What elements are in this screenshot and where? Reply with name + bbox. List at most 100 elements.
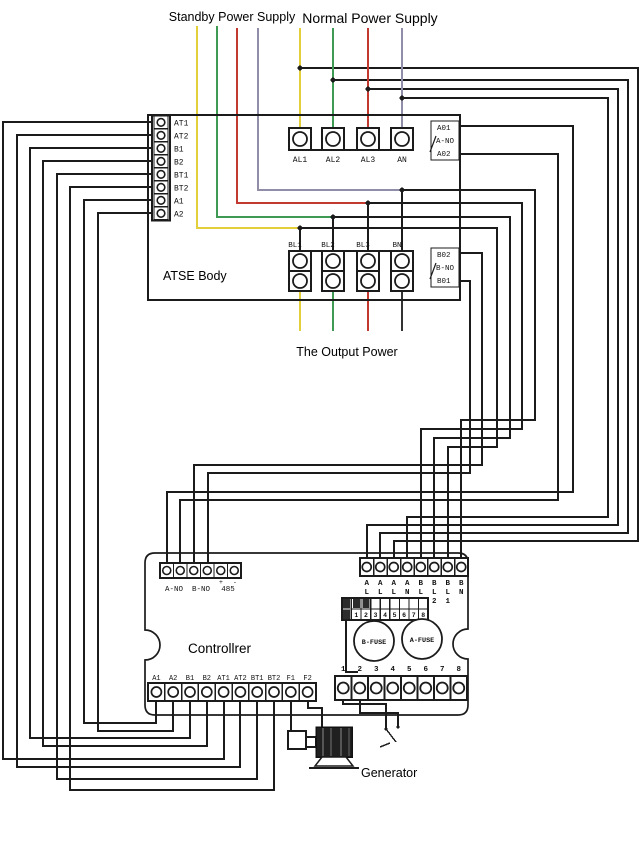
terminal-circle — [167, 686, 180, 698]
terminal-label: BL1 — [288, 242, 302, 250]
wire — [342, 700, 387, 729]
terminal-label: 8 — [456, 666, 461, 674]
fuse-a-circle — [401, 618, 443, 660]
terminal-cell — [453, 557, 469, 577]
terminal-label: AN — [397, 156, 407, 165]
terminal-label: 3 — [374, 612, 378, 619]
terminal-circle — [156, 143, 166, 153]
terminal-label: B-NO — [192, 586, 211, 594]
wire — [42, 160, 208, 747]
terminal-circle — [394, 273, 410, 289]
normal-supply-label: Normal Power Supply — [302, 10, 437, 26]
atse-body-label: ATSE Body — [163, 269, 227, 283]
generator-label: Generator — [361, 766, 417, 780]
terminal-circle — [402, 681, 416, 695]
terminal-label: AL2 — [326, 156, 341, 165]
terminal-label: 3 — [374, 666, 379, 674]
wire — [333, 216, 511, 558]
terminal-circle — [202, 565, 213, 576]
terminal-circle — [455, 561, 467, 573]
terminal-label: B2 — [203, 675, 211, 683]
terminal-label: 7 — [440, 666, 445, 674]
terminal-circle — [360, 131, 376, 147]
terminal-label: L — [391, 589, 396, 597]
terminal-circle — [217, 686, 230, 698]
terminal-label: B — [459, 580, 464, 588]
terminal-label: BT2 — [174, 185, 189, 194]
terminal-circle — [360, 253, 376, 269]
terminal-circle — [442, 561, 454, 573]
terminal-circle — [284, 686, 297, 698]
wire — [2, 121, 225, 760]
wire — [366, 88, 619, 558]
terminal-label: 485 — [221, 586, 235, 594]
switch-b-blade — [429, 262, 437, 280]
wire — [179, 153, 559, 563]
terminal-label: 8 — [421, 612, 425, 619]
fuses: B-FUSE A-FUSE — [353, 618, 443, 662]
switch-a-bottom-label: A02 — [437, 151, 451, 159]
terminal-circle — [200, 686, 213, 698]
terminal-label: B2 — [174, 159, 184, 168]
wire — [359, 700, 399, 727]
terminal-label: F2 — [303, 675, 311, 683]
terminal-circle — [394, 131, 410, 147]
controller-misc-wires — [290, 620, 399, 731]
controller-label: Controllrer — [188, 641, 252, 656]
terminal-circle — [229, 565, 240, 576]
output-power-label: The Output Power — [296, 345, 397, 359]
junction-dot — [297, 225, 303, 231]
terminal-circle — [401, 561, 413, 573]
terminal-cell — [449, 675, 468, 701]
terminal-circle — [388, 561, 400, 573]
terminal-circle — [374, 561, 386, 573]
terminal-circle — [435, 681, 449, 695]
terminal-label: AT2 — [234, 675, 247, 683]
terminal-label: F1 — [287, 675, 295, 683]
terminal-label: A — [391, 580, 396, 588]
standby-supply-label: Standby Power Supply — [169, 10, 296, 24]
terminal-label: N — [459, 589, 464, 597]
switch-b-box: B02 B-NO B01 — [429, 247, 460, 288]
terminal-circle — [301, 686, 314, 698]
terminal-label: AT2 — [174, 133, 189, 142]
terminal-label: AL1 — [293, 156, 308, 165]
coupling-box — [287, 730, 307, 750]
junction-dot — [297, 65, 303, 71]
terminal-circle — [386, 681, 400, 695]
wire — [56, 173, 258, 780]
terminal-circle — [156, 182, 166, 192]
terminal-circle — [361, 561, 373, 573]
terminal-circle — [156, 195, 166, 205]
wire — [69, 186, 275, 791]
terminal-circle — [251, 686, 264, 698]
terminal-circle — [156, 156, 166, 166]
terminal-label: 5 — [407, 666, 412, 674]
terminal-label: L — [378, 589, 383, 597]
junction-dot — [330, 214, 336, 220]
switch-a-blade — [429, 135, 437, 153]
terminal-label: A2 — [174, 211, 184, 220]
terminal-label: 2 — [432, 598, 437, 606]
wire — [97, 212, 174, 732]
switch-b-top-label: B02 — [437, 252, 451, 260]
terminal-circle — [292, 253, 308, 269]
terminal-circle — [325, 273, 341, 289]
standby-l2-wire — [215, 26, 333, 219]
terminal-label: 4 — [390, 666, 395, 674]
tap-stubs — [299, 190, 403, 251]
terminal-label: AT1 — [217, 675, 230, 683]
terminal-label: A1 — [152, 675, 160, 683]
terminal-circle — [415, 561, 427, 573]
switch-a-mid-label: A-NO — [436, 138, 455, 146]
terminal-label: 6 — [402, 612, 406, 619]
junction-dot — [399, 187, 405, 193]
switch-b-mid-label: B-NO — [436, 265, 455, 273]
terminal-label: L — [418, 589, 423, 597]
junction-dot — [399, 95, 405, 101]
wire — [402, 189, 536, 558]
supply-wires — [195, 26, 404, 230]
terminal-label: A — [405, 580, 410, 588]
terminal-label: BL2 — [321, 242, 335, 250]
